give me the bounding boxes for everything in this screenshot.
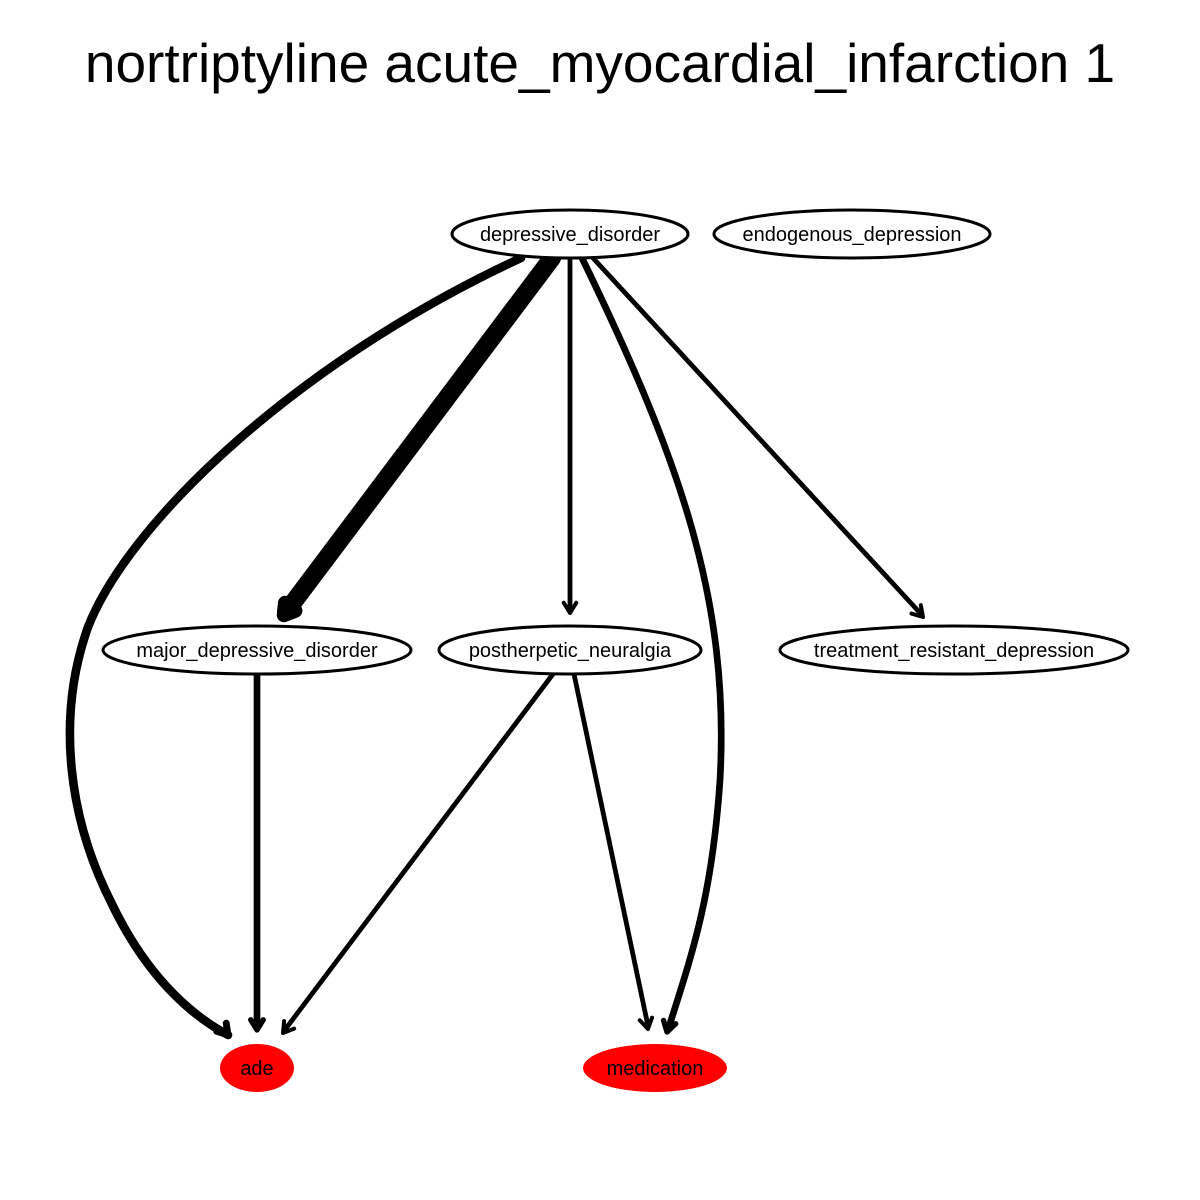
edge-line <box>281 671 556 1034</box>
edge-postherpetic_neuralgia-to-medication <box>571 671 655 1031</box>
arrowhead <box>213 1019 232 1039</box>
edge-depressive_disorder-to-ade <box>65 253 526 1040</box>
nodes-layer: depressive_disorder endogenous_depression… <box>101 208 1130 1092</box>
node-postherpetic_neuralgia: postherpetic_neuralgia <box>437 624 703 676</box>
node-shape <box>712 208 992 260</box>
edge-depressive_disorder-to-major_depressive_disorder <box>276 248 562 623</box>
node-label: postherpetic_neuralgia <box>469 640 672 662</box>
node-shape <box>450 208 690 260</box>
edge-depressive_disorder-to-treatment_resistant_depression <box>590 255 925 619</box>
node-shape <box>437 624 703 676</box>
node-medication: medication <box>583 1044 727 1092</box>
arrowhead <box>561 600 579 615</box>
edge-line <box>578 254 725 1034</box>
arrowhead <box>281 1019 297 1035</box>
node-label: major_depressive_disorder <box>136 640 378 662</box>
node-shape <box>583 1044 727 1092</box>
node-endogenous_depression: endogenous_depression <box>712 208 992 260</box>
node-major_depressive_disorder: major_depressive_disorder <box>101 624 413 676</box>
node-depressive_disorder: depressive_disorder <box>450 208 690 260</box>
arrowhead <box>660 1017 679 1035</box>
edge-depressive_disorder-to-postherpetic_neuralgia <box>561 255 579 615</box>
node-label: endogenous_depression <box>742 224 961 246</box>
edge-line <box>590 255 924 617</box>
arrowhead <box>248 1017 266 1033</box>
edge-line <box>571 671 651 1029</box>
arrowhead <box>637 1015 655 1031</box>
arrowhead <box>909 603 925 619</box>
node-label: depressive_disorder <box>480 224 660 246</box>
node-label: medication <box>607 1058 704 1080</box>
node-treatment_resistant_depression: treatment_resistant_depression <box>778 624 1130 676</box>
node-ade: ade <box>220 1044 294 1092</box>
graph-title: nortriptyline acute_myocardial_infarctio… <box>85 32 1115 94</box>
edge-line <box>65 253 526 1040</box>
edge-postherpetic_neuralgia-to-ade <box>281 671 556 1035</box>
node-label: ade <box>240 1058 273 1080</box>
edges-layer <box>65 248 925 1040</box>
arrowhead <box>276 595 303 623</box>
node-shape <box>778 624 1130 676</box>
edge-line <box>276 248 562 622</box>
edge-major_depressive_disorder-to-ade <box>248 671 266 1033</box>
node-shape <box>101 624 413 676</box>
node-shape <box>220 1044 294 1092</box>
node-label: treatment_resistant_depression <box>814 640 1094 662</box>
edge-depressive_disorder-to-medication <box>578 254 725 1035</box>
